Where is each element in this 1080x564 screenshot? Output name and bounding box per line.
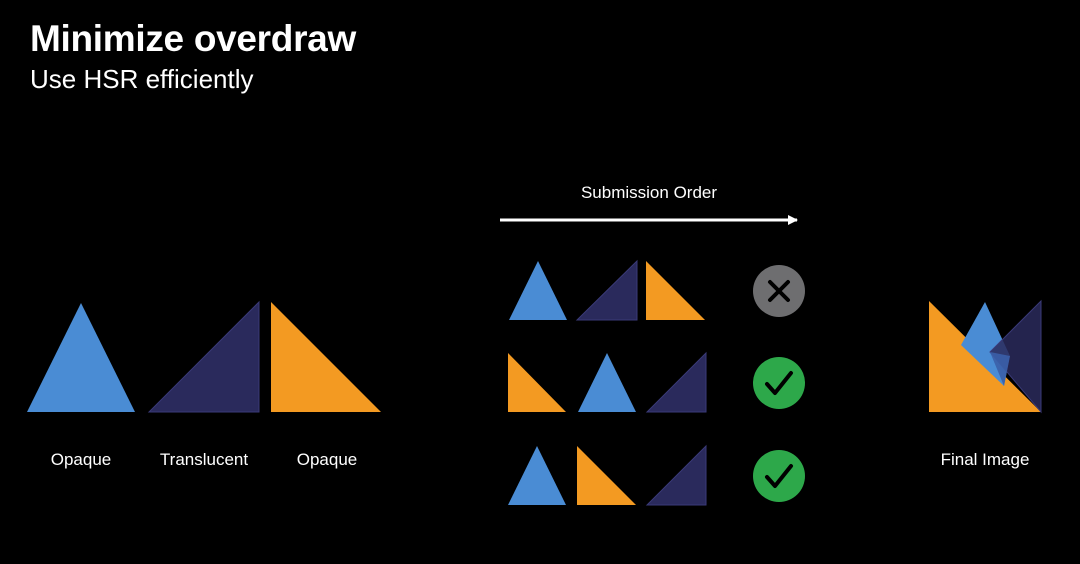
row1-blue-triangle bbox=[509, 261, 567, 320]
submission-row-1 bbox=[509, 259, 805, 321]
check-icon bbox=[753, 450, 805, 502]
row3-orange-triangle bbox=[577, 446, 636, 505]
final-translucent-triangle bbox=[989, 299, 1042, 414]
legend-opaque-orange-triangle bbox=[271, 302, 381, 412]
slide-subtitle: Use HSR efficiently bbox=[30, 64, 254, 94]
row2-translucent-triangle bbox=[645, 351, 707, 413]
submission-row-2 bbox=[508, 351, 805, 413]
submission-row-3 bbox=[508, 444, 805, 506]
legend-opaque-blue-triangle bbox=[27, 303, 135, 412]
cross-icon bbox=[753, 265, 805, 317]
final-image-label: Final Image bbox=[940, 450, 1030, 469]
check-icon bbox=[753, 357, 805, 409]
row1-translucent-triangle bbox=[575, 259, 638, 321]
submission-order-label: Submission Order bbox=[580, 183, 718, 202]
row2-blue-triangle bbox=[578, 353, 636, 412]
slide-title: Minimize overdraw bbox=[30, 18, 356, 59]
legend-label-translucent: Translucent bbox=[159, 450, 249, 469]
legend-translucent-triangle bbox=[147, 300, 260, 413]
row3-translucent-triangle bbox=[645, 444, 707, 506]
final-blend-region bbox=[990, 352, 1010, 386]
row2-orange-triangle bbox=[508, 353, 566, 412]
legend-label-opaque-1: Opaque bbox=[50, 450, 112, 469]
legend-label-opaque-2: Opaque bbox=[296, 450, 358, 469]
final-image-composite bbox=[929, 299, 1042, 414]
row3-blue-triangle bbox=[508, 446, 566, 505]
row1-orange-triangle bbox=[646, 261, 705, 320]
